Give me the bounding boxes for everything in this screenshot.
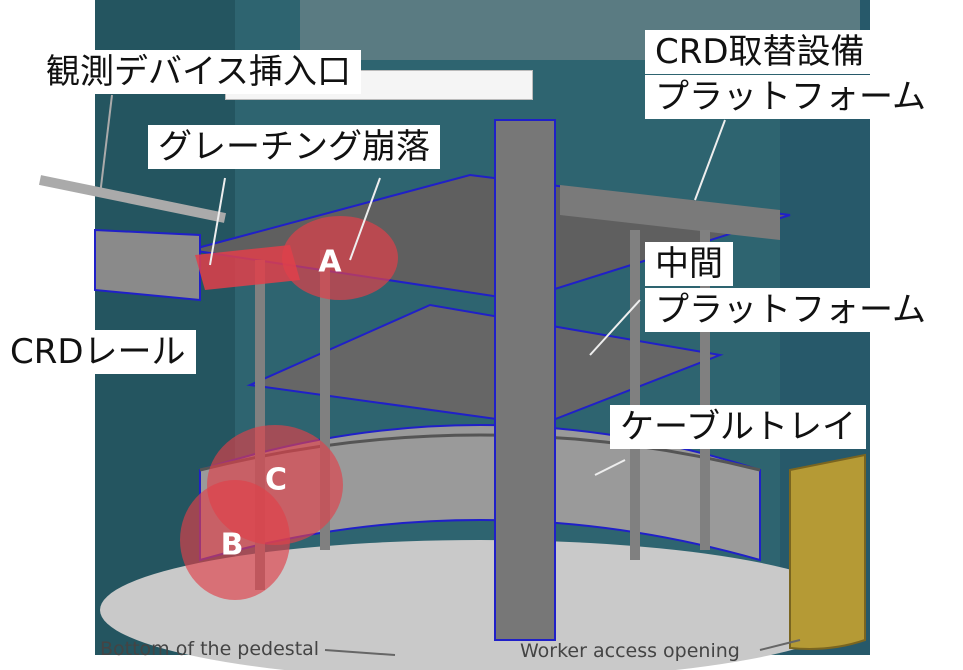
label-observation-port: 観測デバイス挿入口 — [36, 50, 361, 94]
caption-worker-access: Worker access opening — [520, 640, 740, 662]
pedestal-floor — [100, 540, 860, 670]
leader-line-middle-platform — [589, 299, 641, 356]
label-grating-collapse: グレーチング崩落 — [148, 125, 440, 169]
central-column — [494, 119, 556, 641]
marker-b: B — [220, 527, 244, 563]
collapsed-grating — [195, 245, 300, 290]
caption-bottom-of-pedestal: Bottom of the pedestal — [100, 638, 320, 660]
label-crd-rail: CRDレール — [0, 330, 196, 374]
label-middle-platform-line2: プラットフォーム — [645, 288, 936, 332]
label-crd-platform-line1: CRD取替設備 — [645, 30, 875, 74]
crd-exchange-platform — [560, 185, 780, 240]
crd-rail — [94, 228, 201, 302]
leader-line-grating-a — [349, 177, 381, 261]
leader-line-bottom — [324, 649, 396, 656]
support-post — [630, 230, 640, 560]
support-post — [700, 230, 710, 550]
marker-a: A — [318, 244, 342, 280]
leader-line-crd-platform — [694, 119, 726, 201]
leader-line-access — [759, 639, 801, 651]
leader-line-grating — [209, 177, 226, 266]
label-crd-platform-line2: プラットフォーム — [645, 75, 936, 119]
leader-line-cable-tray — [594, 459, 626, 476]
observation-pipe — [38, 175, 227, 223]
cable-tray-ring — [199, 424, 761, 562]
leader-line-observation — [99, 94, 113, 196]
label-cable-tray: ケーブルトレイ — [610, 405, 866, 449]
label-middle-platform-line1: 中間 — [645, 242, 733, 286]
damage-area-a — [282, 216, 398, 300]
worker-access-opening — [789, 453, 866, 650]
support-post — [255, 260, 265, 590]
middle-platform — [246, 303, 724, 427]
marker-c: C — [264, 462, 288, 498]
damage-area-b — [180, 480, 290, 600]
support-post — [320, 250, 330, 550]
